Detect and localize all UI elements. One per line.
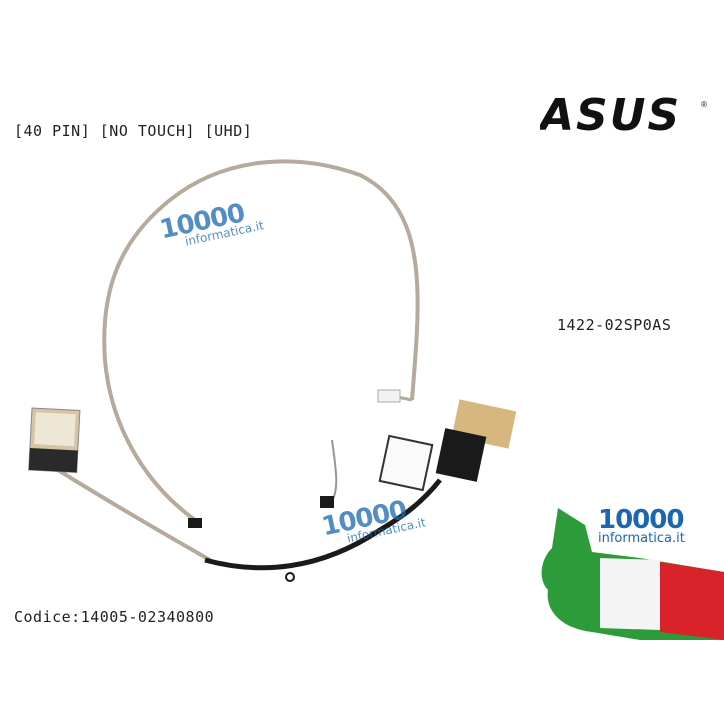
asus-logo: ASUS bbox=[540, 92, 681, 136]
ground-tab bbox=[320, 496, 334, 508]
cable-loop bbox=[102, 159, 420, 522]
watermark-number: 10000 bbox=[598, 505, 684, 535]
svg-text:ASUS: ASUS bbox=[540, 92, 681, 136]
watermark-site: informatica.it bbox=[598, 531, 685, 546]
ground-wire bbox=[329, 439, 338, 506]
part-number: 1422-02SP0AS bbox=[557, 316, 672, 334]
cable-clip bbox=[188, 518, 202, 528]
watermark-badge: 10000 informatica.it bbox=[598, 505, 685, 546]
wire-label-tag bbox=[377, 389, 401, 403]
cable-black-section bbox=[204, 478, 442, 571]
cable-left bbox=[56, 468, 211, 562]
product-code: Codice:14005-02340800 bbox=[14, 608, 215, 626]
registered-mark-icon: ® bbox=[700, 100, 708, 109]
spec-label: [40 PIN] [NO TOUCH] [UHD] bbox=[14, 122, 253, 140]
screw-eyelet bbox=[285, 572, 295, 582]
thumbs-up-flag bbox=[541, 508, 724, 640]
right-connector bbox=[378, 399, 517, 492]
left-connector bbox=[28, 407, 81, 473]
